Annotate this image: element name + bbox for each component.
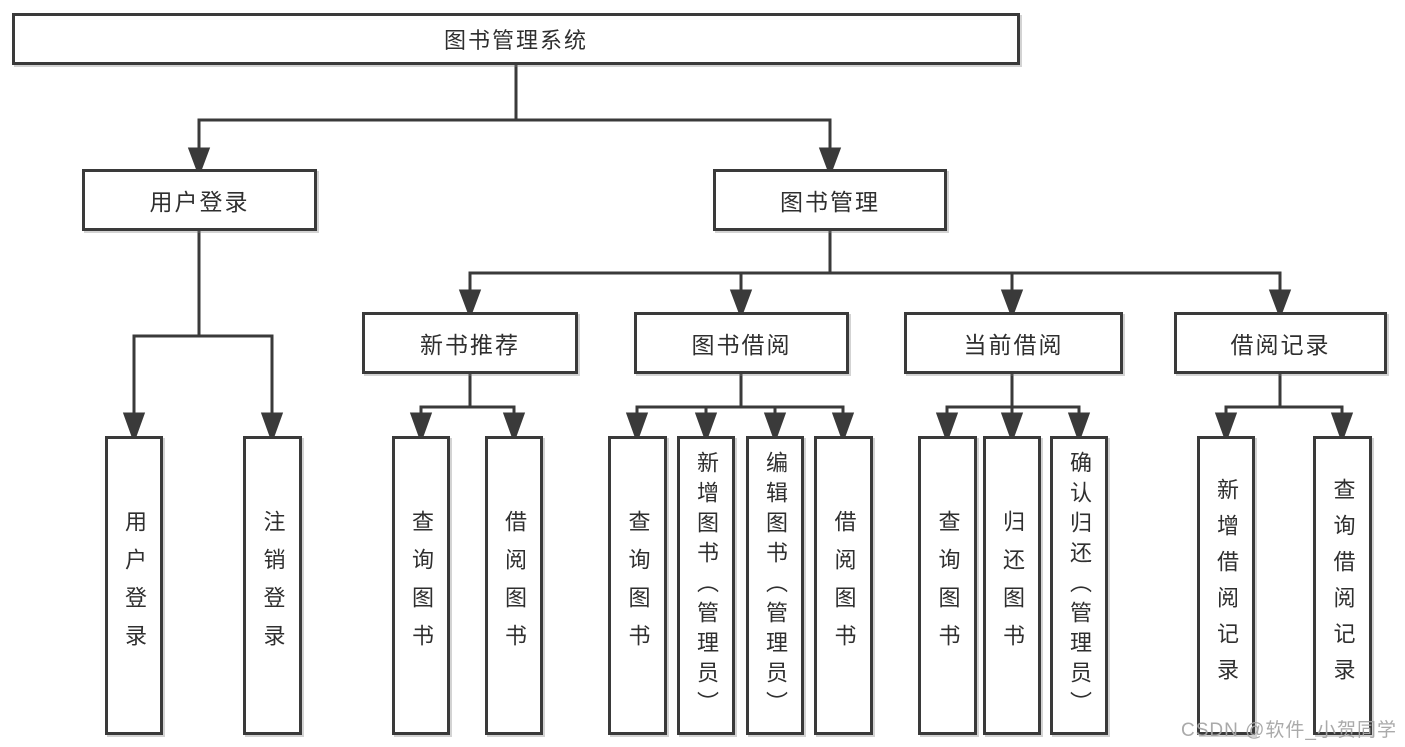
- node-label: 查询图书: [935, 509, 961, 662]
- node-label: 图书管理系统: [443, 28, 588, 53]
- node-label: 新增图书（管理员）: [694, 450, 719, 721]
- connector-root-to-level2: [187, 64, 842, 178]
- arrow-down: [694, 412, 718, 444]
- connector-newbook-to-leaves: [409, 373, 526, 444]
- arrow-down: [122, 412, 146, 444]
- csdn-watermark: CSDN @软件_小贺同学: [1181, 720, 1397, 741]
- arrow-down: [625, 412, 649, 444]
- leaf-edit-books-admin: 编辑图书（管理员）: [746, 436, 804, 735]
- connector-borrow-to-leaves: [625, 373, 855, 444]
- arrow-down: [1000, 289, 1024, 320]
- node-label: 归还图书: [1000, 509, 1025, 662]
- node-label: 借阅图书: [831, 509, 857, 662]
- leaf-return-books: 归还图书: [983, 436, 1041, 735]
- arrow-down: [1268, 289, 1292, 320]
- node-label: 用户登录: [149, 189, 250, 215]
- node-root-library-system: 图书管理系统: [12, 13, 1020, 65]
- arrow-down: [818, 147, 842, 178]
- connector-login-to-leaves: [122, 230, 284, 444]
- node-label: 图书借阅: [691, 332, 792, 358]
- node-label: 查询图书: [625, 509, 651, 662]
- connector-current-to-leaves: [935, 373, 1091, 444]
- node-label: 注销登录: [260, 509, 286, 662]
- node-user-login: 用户登录: [82, 169, 317, 231]
- node-label: 编辑图书（管理员）: [763, 450, 788, 721]
- leaf-query-borrow-record: 查询借阅记录: [1313, 436, 1372, 735]
- arrow-down: [729, 289, 753, 320]
- arrow-down: [763, 412, 787, 444]
- arrow-down: [502, 412, 526, 444]
- node-label: 查询图书: [409, 509, 434, 662]
- node-new-book-recommend: 新书推荐: [362, 312, 578, 374]
- leaf-add-books-admin: 新增图书（管理员）: [677, 436, 735, 735]
- leaf-confirm-return-admin: 确认归还（管理员）: [1050, 436, 1108, 735]
- arrow-down: [1067, 412, 1091, 444]
- node-borrow-records: 借阅记录: [1174, 312, 1387, 374]
- node-label: 图书管理: [780, 189, 880, 215]
- arrow-down: [1214, 412, 1238, 444]
- node-book-manage: 图书管理: [713, 169, 947, 231]
- arrow-down: [458, 289, 482, 320]
- arrow-down: [831, 412, 855, 444]
- leaf-query-books-recommend: 查询图书: [392, 436, 450, 735]
- node-label: 新书推荐: [420, 332, 520, 358]
- connector-records-to-leaves: [1214, 373, 1354, 444]
- node-label: 当前借阅: [963, 332, 1064, 358]
- leaf-user-login: 用户登录: [105, 436, 163, 735]
- node-label: 借阅图书: [502, 509, 527, 662]
- leaf-borrow-books-recommend: 借阅图书: [485, 436, 543, 735]
- leaf-add-borrow-record: 新增借阅记录: [1197, 436, 1255, 735]
- node-label: 查询借阅记录: [1330, 477, 1356, 694]
- node-label: 确认归还（管理员）: [1067, 450, 1092, 721]
- arrow-down: [1000, 412, 1024, 444]
- arrow-down: [935, 412, 959, 444]
- node-label: 新增借阅记录: [1214, 477, 1239, 694]
- arrow-down: [1330, 412, 1354, 444]
- node-label: 用户登录: [122, 509, 147, 662]
- arrow-down: [409, 412, 433, 444]
- leaf-logout: 注销登录: [243, 436, 302, 735]
- node-book-borrow: 图书借阅: [634, 312, 849, 374]
- arrow-down: [260, 412, 284, 444]
- leaf-query-books-borrow: 查询图书: [608, 436, 667, 735]
- node-label: 借阅记录: [1230, 332, 1331, 358]
- leaf-query-books-current: 查询图书: [918, 436, 977, 735]
- connector-manage-to-level3: [458, 230, 1292, 320]
- arrow-down: [187, 147, 211, 178]
- node-current-borrow: 当前借阅: [904, 312, 1123, 374]
- leaf-borrow-books: 借阅图书: [814, 436, 873, 735]
